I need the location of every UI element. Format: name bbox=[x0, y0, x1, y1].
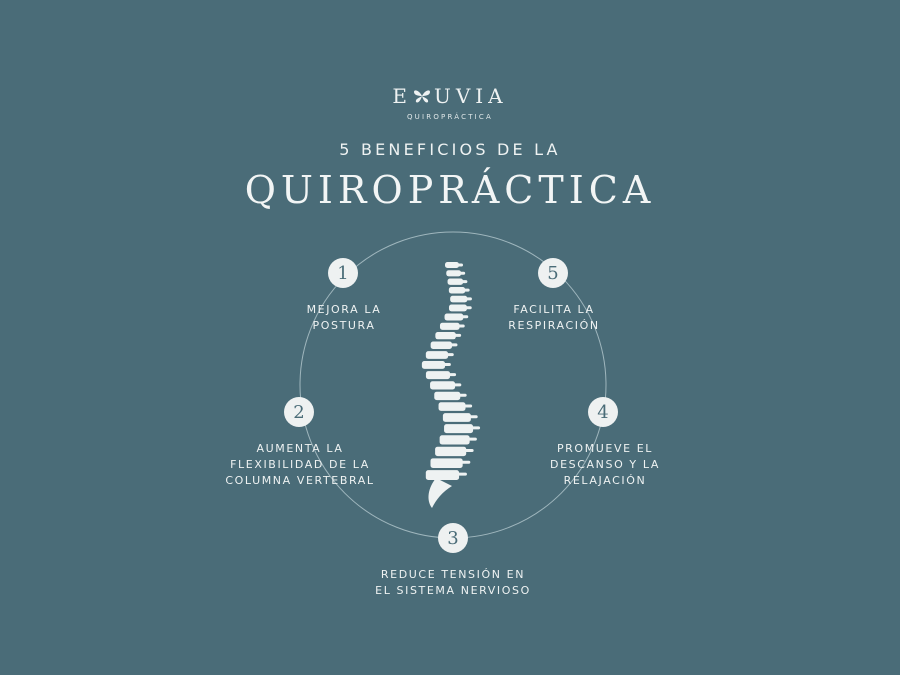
benefit-label-2-line-2: FLEXIBILIDAD DE LA bbox=[230, 458, 370, 471]
benefit-label-3-line-2: EL SISTEMA NERVIOSO bbox=[375, 584, 531, 597]
vertebra-14 bbox=[430, 381, 456, 390]
spine-icon bbox=[421, 262, 481, 508]
benefit-label-4: PROMUEVE EL DESCANSO Y LA RELAJACIÓN bbox=[525, 441, 685, 489]
vertebra-process-22 bbox=[457, 472, 467, 476]
page-subtitle: 5 BENEFICIOS DE LA bbox=[339, 140, 561, 159]
vertebra-process-7 bbox=[461, 315, 469, 319]
benefit-label-2: AUMENTA LA FLEXIBILIDAD DE LA COLUMNA VE… bbox=[200, 441, 400, 489]
vertebra-11 bbox=[425, 351, 449, 359]
benefit-label-5-line-1: FACILITA LA bbox=[513, 303, 595, 316]
vertebra-process-18 bbox=[471, 426, 481, 430]
vertebra-10 bbox=[430, 341, 453, 349]
vertebra-4 bbox=[448, 287, 466, 294]
brand-logo: E UVIA bbox=[0, 84, 900, 108]
vertebra-process-2 bbox=[459, 271, 466, 275]
benefit-label-5-line-2: RESPIRACIÓN bbox=[508, 319, 600, 332]
vertebra-16 bbox=[438, 402, 466, 411]
brand-tagline: QUIROPRÁCTICA bbox=[406, 113, 494, 121]
benefit-label-4-line-3: RELAJACIÓN bbox=[563, 474, 647, 487]
vertebra-2 bbox=[446, 270, 462, 277]
page-title: QUIROPRÁCTICA bbox=[244, 168, 656, 212]
vertebra-process-14 bbox=[453, 383, 462, 387]
vertebra-process-1 bbox=[457, 263, 463, 267]
vertebra-6 bbox=[448, 304, 467, 312]
benefit-label-4-line-2: DESCANSO Y LA bbox=[550, 458, 660, 471]
benefit-label-1-line-2: POSTURA bbox=[312, 319, 376, 332]
benefit-label-5: FACILITA LA RESPIRACIÓN bbox=[474, 302, 634, 334]
benefit-label-3: REDUCE TENSIÓN EN EL SISTEMA NERVIOSO bbox=[343, 567, 563, 599]
benefit-label-2-line-1: AUMENTA LA bbox=[256, 442, 344, 455]
vertebra-process-21 bbox=[460, 460, 471, 464]
vertebra-1 bbox=[445, 262, 459, 268]
benefit-label-3-line-1: REDUCE TENSIÓN EN bbox=[380, 568, 526, 581]
vertebra-process-6 bbox=[464, 306, 472, 310]
vertebra-process-12 bbox=[443, 362, 451, 366]
benefit-number-1: 1 bbox=[328, 258, 358, 288]
vertebra-20 bbox=[435, 446, 467, 457]
vertebra-process-4 bbox=[463, 288, 470, 292]
vertebra-9 bbox=[435, 332, 456, 340]
vertebra-17 bbox=[442, 413, 471, 422]
brand-name-left: E bbox=[392, 84, 412, 108]
vertebra-process-13 bbox=[448, 373, 457, 377]
vertebra-18 bbox=[444, 424, 474, 434]
benefit-label-4-line-1: PROMUEVE EL bbox=[556, 442, 654, 455]
vertebra-5 bbox=[450, 295, 468, 303]
vertebra-process-9 bbox=[453, 333, 462, 337]
vertebra-13 bbox=[425, 371, 451, 380]
spine-tail bbox=[428, 478, 452, 508]
vertebra-process-11 bbox=[446, 353, 454, 357]
vertebra-process-19 bbox=[467, 437, 477, 441]
butterfly-icon bbox=[413, 90, 430, 103]
vertebra-22 bbox=[425, 470, 460, 481]
benefit-label-1-line-1: MEJORA LA bbox=[306, 303, 382, 316]
benefit-label-2-line-3: COLUMNA VERTEBRAL bbox=[225, 474, 375, 487]
benefit-number-3: 3 bbox=[438, 523, 468, 553]
vertebra-8 bbox=[439, 322, 460, 330]
vertebra-process-3 bbox=[461, 280, 468, 284]
vertebra-15 bbox=[434, 391, 461, 401]
vertebra-process-8 bbox=[457, 324, 465, 328]
brand-name-right: UVIA bbox=[433, 84, 508, 108]
vertebra-12 bbox=[421, 361, 446, 369]
benefit-number-5: 5 bbox=[538, 258, 568, 288]
vertebra-3 bbox=[447, 278, 464, 285]
vertebra-process-15 bbox=[458, 393, 467, 397]
vertebra-process-20 bbox=[464, 449, 474, 453]
vertebra-process-10 bbox=[450, 343, 458, 347]
vertebra-21 bbox=[430, 458, 463, 468]
vertebra-process-5 bbox=[465, 297, 472, 301]
vertebra-process-16 bbox=[463, 404, 473, 408]
vertebra-process-17 bbox=[468, 415, 478, 419]
vertebra-19 bbox=[439, 435, 470, 445]
benefit-number-4: 4 bbox=[588, 397, 618, 427]
vertebra-7 bbox=[444, 313, 464, 321]
benefit-label-1: MEJORA LA POSTURA bbox=[264, 302, 424, 334]
benefit-number-2: 2 bbox=[284, 397, 314, 427]
